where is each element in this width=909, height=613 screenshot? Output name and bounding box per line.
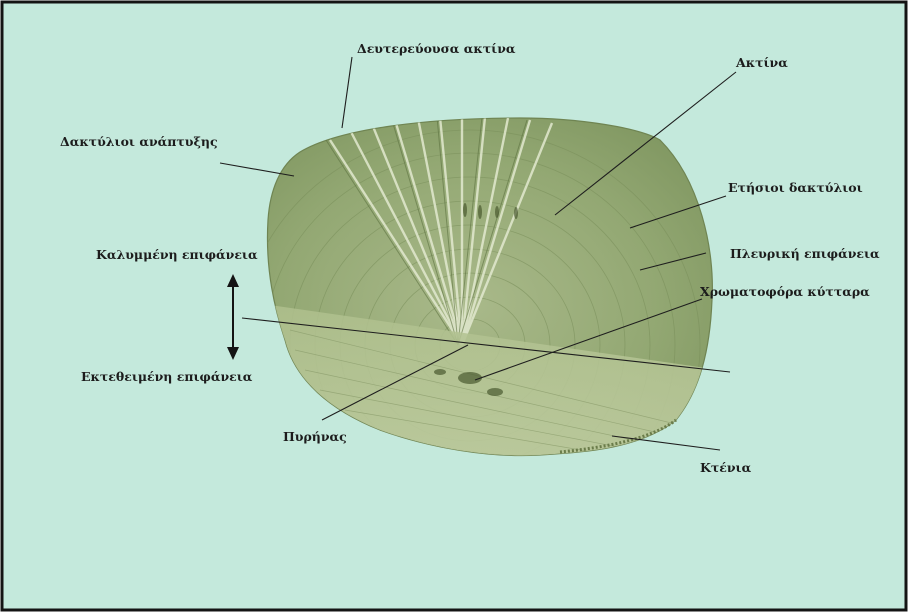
label-covered-surface: Καλυμμένη επιφάνεια <box>96 247 258 262</box>
label-focus: Πυρήνας <box>283 429 347 444</box>
label-growth-rings: Δακτύλιοι ανάπτυξης <box>60 134 218 149</box>
label-annual-rings: Ετήσιοι δακτύλιοι <box>728 180 863 195</box>
label-exposed-surface: Εκτεθειμένη επιφάνεια <box>81 369 253 384</box>
label-ctenii: Κτένια <box>700 460 752 475</box>
label-lateral-surface: Πλευρική επιφάνεια <box>730 246 880 261</box>
label-chromatophores: Χρωματοφόρα κύτταρα <box>700 284 870 299</box>
label-radius: Ακτίνα <box>735 55 788 70</box>
label-secondary-radius: Δευτερεύουσα ακτίνα <box>357 41 516 56</box>
